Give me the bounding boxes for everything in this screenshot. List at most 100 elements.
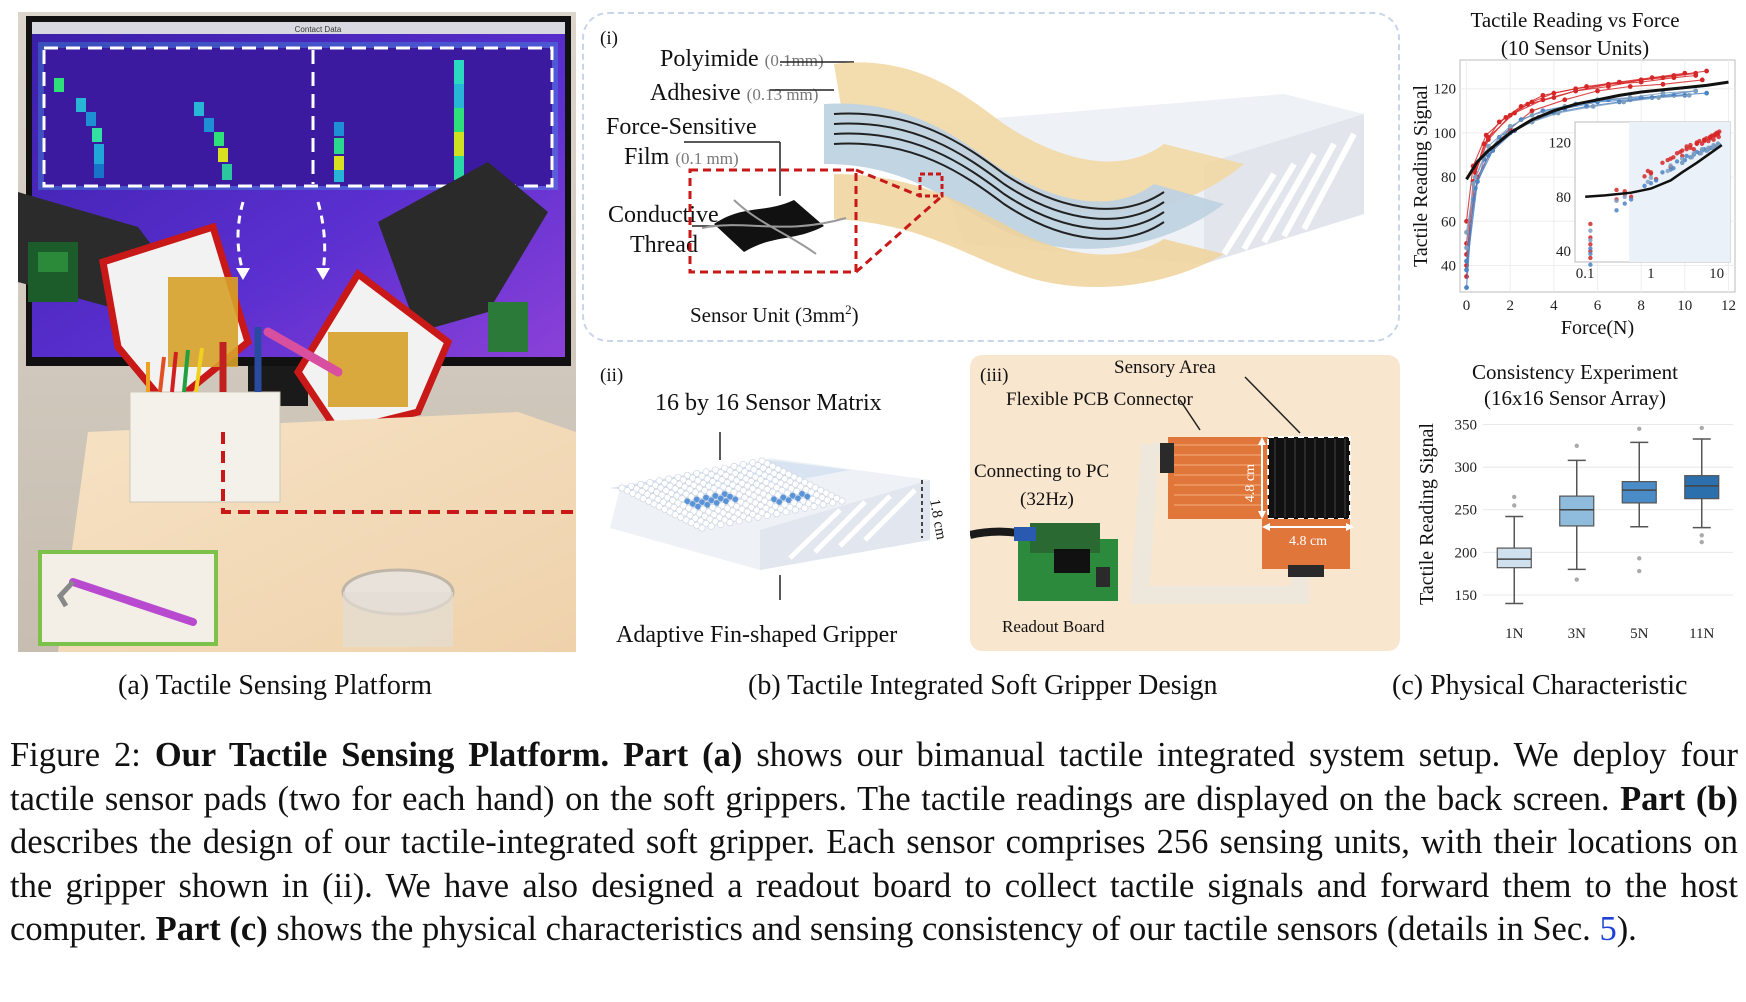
chart1-inset-point: [1668, 163, 1673, 168]
matrix-dot: [829, 499, 837, 507]
chart1-point: [1660, 90, 1666, 96]
sensory-area-label: Sensory Area: [1114, 357, 1216, 378]
chart1-inset-point: [1642, 174, 1647, 179]
chart2-xtick: 11N: [1689, 626, 1714, 642]
caption-a: (a) Tactile Sensing Platform: [118, 670, 433, 701]
chart1-point: [1693, 88, 1699, 94]
chart1-subtitle: (10 Sensor Units): [1500, 36, 1650, 60]
chart1-inset-point: [1671, 166, 1676, 171]
chart1-inset-point: [1705, 148, 1710, 153]
screen-tactile-readings: [54, 60, 464, 182]
matrix-dot: [745, 515, 753, 523]
chart1-ytick: 100: [1434, 126, 1457, 142]
chart1-inset-point: [1622, 201, 1627, 206]
chart1-inset-xtick: 10: [1709, 266, 1724, 282]
bottom-layer: [834, 174, 1224, 288]
chart1-inset-point: [1680, 156, 1685, 161]
chart2-box: [1621, 481, 1657, 504]
screen-titlebar: [32, 22, 565, 34]
chart1-point: [1699, 77, 1705, 83]
dim-horizontal: 4.8 cm: [1289, 534, 1327, 549]
polyimide-label: Polyimide (0.1mm): [660, 46, 824, 72]
adhesive-layer: [824, 103, 1224, 249]
matrix-dot: [707, 522, 715, 530]
chart1-inset-point: [1588, 246, 1593, 251]
chart1-point: [1686, 92, 1692, 98]
matrix-dot: [791, 506, 799, 514]
chart1-inset-point: [1691, 146, 1697, 152]
chart2-title: Consistency Experiment: [1472, 360, 1678, 384]
left-robot-arm: [18, 192, 253, 412]
chart1-inset-point: [1614, 187, 1619, 193]
chart2-flier: [1699, 533, 1704, 538]
chart1-inset-point: [1702, 137, 1707, 142]
chart1-point: [1464, 245, 1469, 251]
chart1-point: [1470, 181, 1476, 187]
adhesive-label: Adhesive (0.13 mm): [650, 80, 819, 106]
panel-label-ii: (ii): [600, 365, 624, 386]
chart1-inset-point: [1660, 160, 1665, 165]
chart1-inset-point: [1684, 146, 1689, 152]
sensor-unit-callout: [688, 168, 858, 274]
chart1-inset-xtick: 0.1: [1576, 266, 1595, 282]
matrix-dot: [698, 524, 706, 532]
chart1-point: [1496, 134, 1502, 140]
chart1-inset-ytick: 40: [1556, 244, 1571, 260]
chart1-point: [1525, 101, 1531, 107]
chart1-inset-point: [1648, 175, 1654, 180]
chart1-xlabel: Force(N): [1561, 317, 1634, 339]
matrix-dot: [810, 502, 818, 510]
chart1-point: [1464, 274, 1469, 279]
chart1-inset-point: [1628, 197, 1634, 202]
chart1-inset-point: [1588, 238, 1593, 243]
chart1-inset-point: [1689, 155, 1695, 160]
chart1-xtick: 10: [1677, 298, 1692, 314]
chart1-point: [1503, 115, 1509, 120]
chart1-inset-point: [1688, 145, 1693, 151]
chart1-inset-point: [1711, 137, 1716, 142]
chart2-box: [1684, 475, 1720, 500]
chart1-inset-point: [1716, 134, 1721, 140]
chart1-series-line: [1465, 94, 1690, 248]
chart1-point: [1656, 95, 1662, 100]
chart1-point: [1496, 119, 1502, 125]
chart1-inset-point: [1588, 262, 1593, 267]
chart1-ytick: 60: [1441, 214, 1456, 230]
chart1-inset-point: [1671, 155, 1676, 160]
chart1-inset-point: [1588, 251, 1593, 257]
chart1-inset-point: [1710, 145, 1716, 151]
matrix-dot: [763, 511, 771, 519]
chart2-flier: [1637, 426, 1642, 431]
chart1-point: [1555, 110, 1561, 116]
chart1-ytick: 120: [1434, 82, 1457, 98]
readout-board-drawing: 4.8 cm 4.8 cm: [970, 376, 1354, 604]
chart1-inset-point: [1712, 132, 1718, 137]
layer-stack-panel: (i) Polyimide (0.1mm) Adhesive (0.13 mm)…: [582, 12, 1400, 342]
chart1-inset-point: [1706, 138, 1711, 144]
section-ref-link[interactable]: 5: [1599, 910, 1617, 948]
conductive-thread-label-2: Thread: [630, 232, 698, 258]
chart1-inset-point: [1691, 151, 1697, 156]
chart1-xtick: 2: [1506, 298, 1514, 314]
chart1-inset-point: [1648, 170, 1654, 175]
chart1-point: [1485, 143, 1491, 149]
chart1-inset-point: [1708, 134, 1713, 140]
chart1-point: [1704, 90, 1710, 96]
matrix-dots: [618, 457, 846, 532]
chart1-inset-point: [1698, 151, 1704, 156]
chart1-point: [1485, 134, 1491, 140]
chart1-point: [1475, 179, 1480, 184]
chart1-inset-point: [1665, 168, 1670, 174]
screen-title: Contact Data: [295, 25, 342, 34]
chart1-point: [1551, 90, 1557, 96]
matrix-dot: [726, 519, 734, 527]
chart1-inset-ytick: 80: [1556, 190, 1571, 206]
chart1-inset-point: [1699, 146, 1705, 152]
chart1-inset-fit-line: [1585, 144, 1723, 199]
force-sensitive-film-label-1: Force-Sensitive: [606, 114, 757, 140]
caption-c: (c) Physical Characteristic: [1392, 670, 1688, 701]
chart1-xtick: 12: [1721, 298, 1736, 314]
allen-keys: [146, 327, 262, 393]
